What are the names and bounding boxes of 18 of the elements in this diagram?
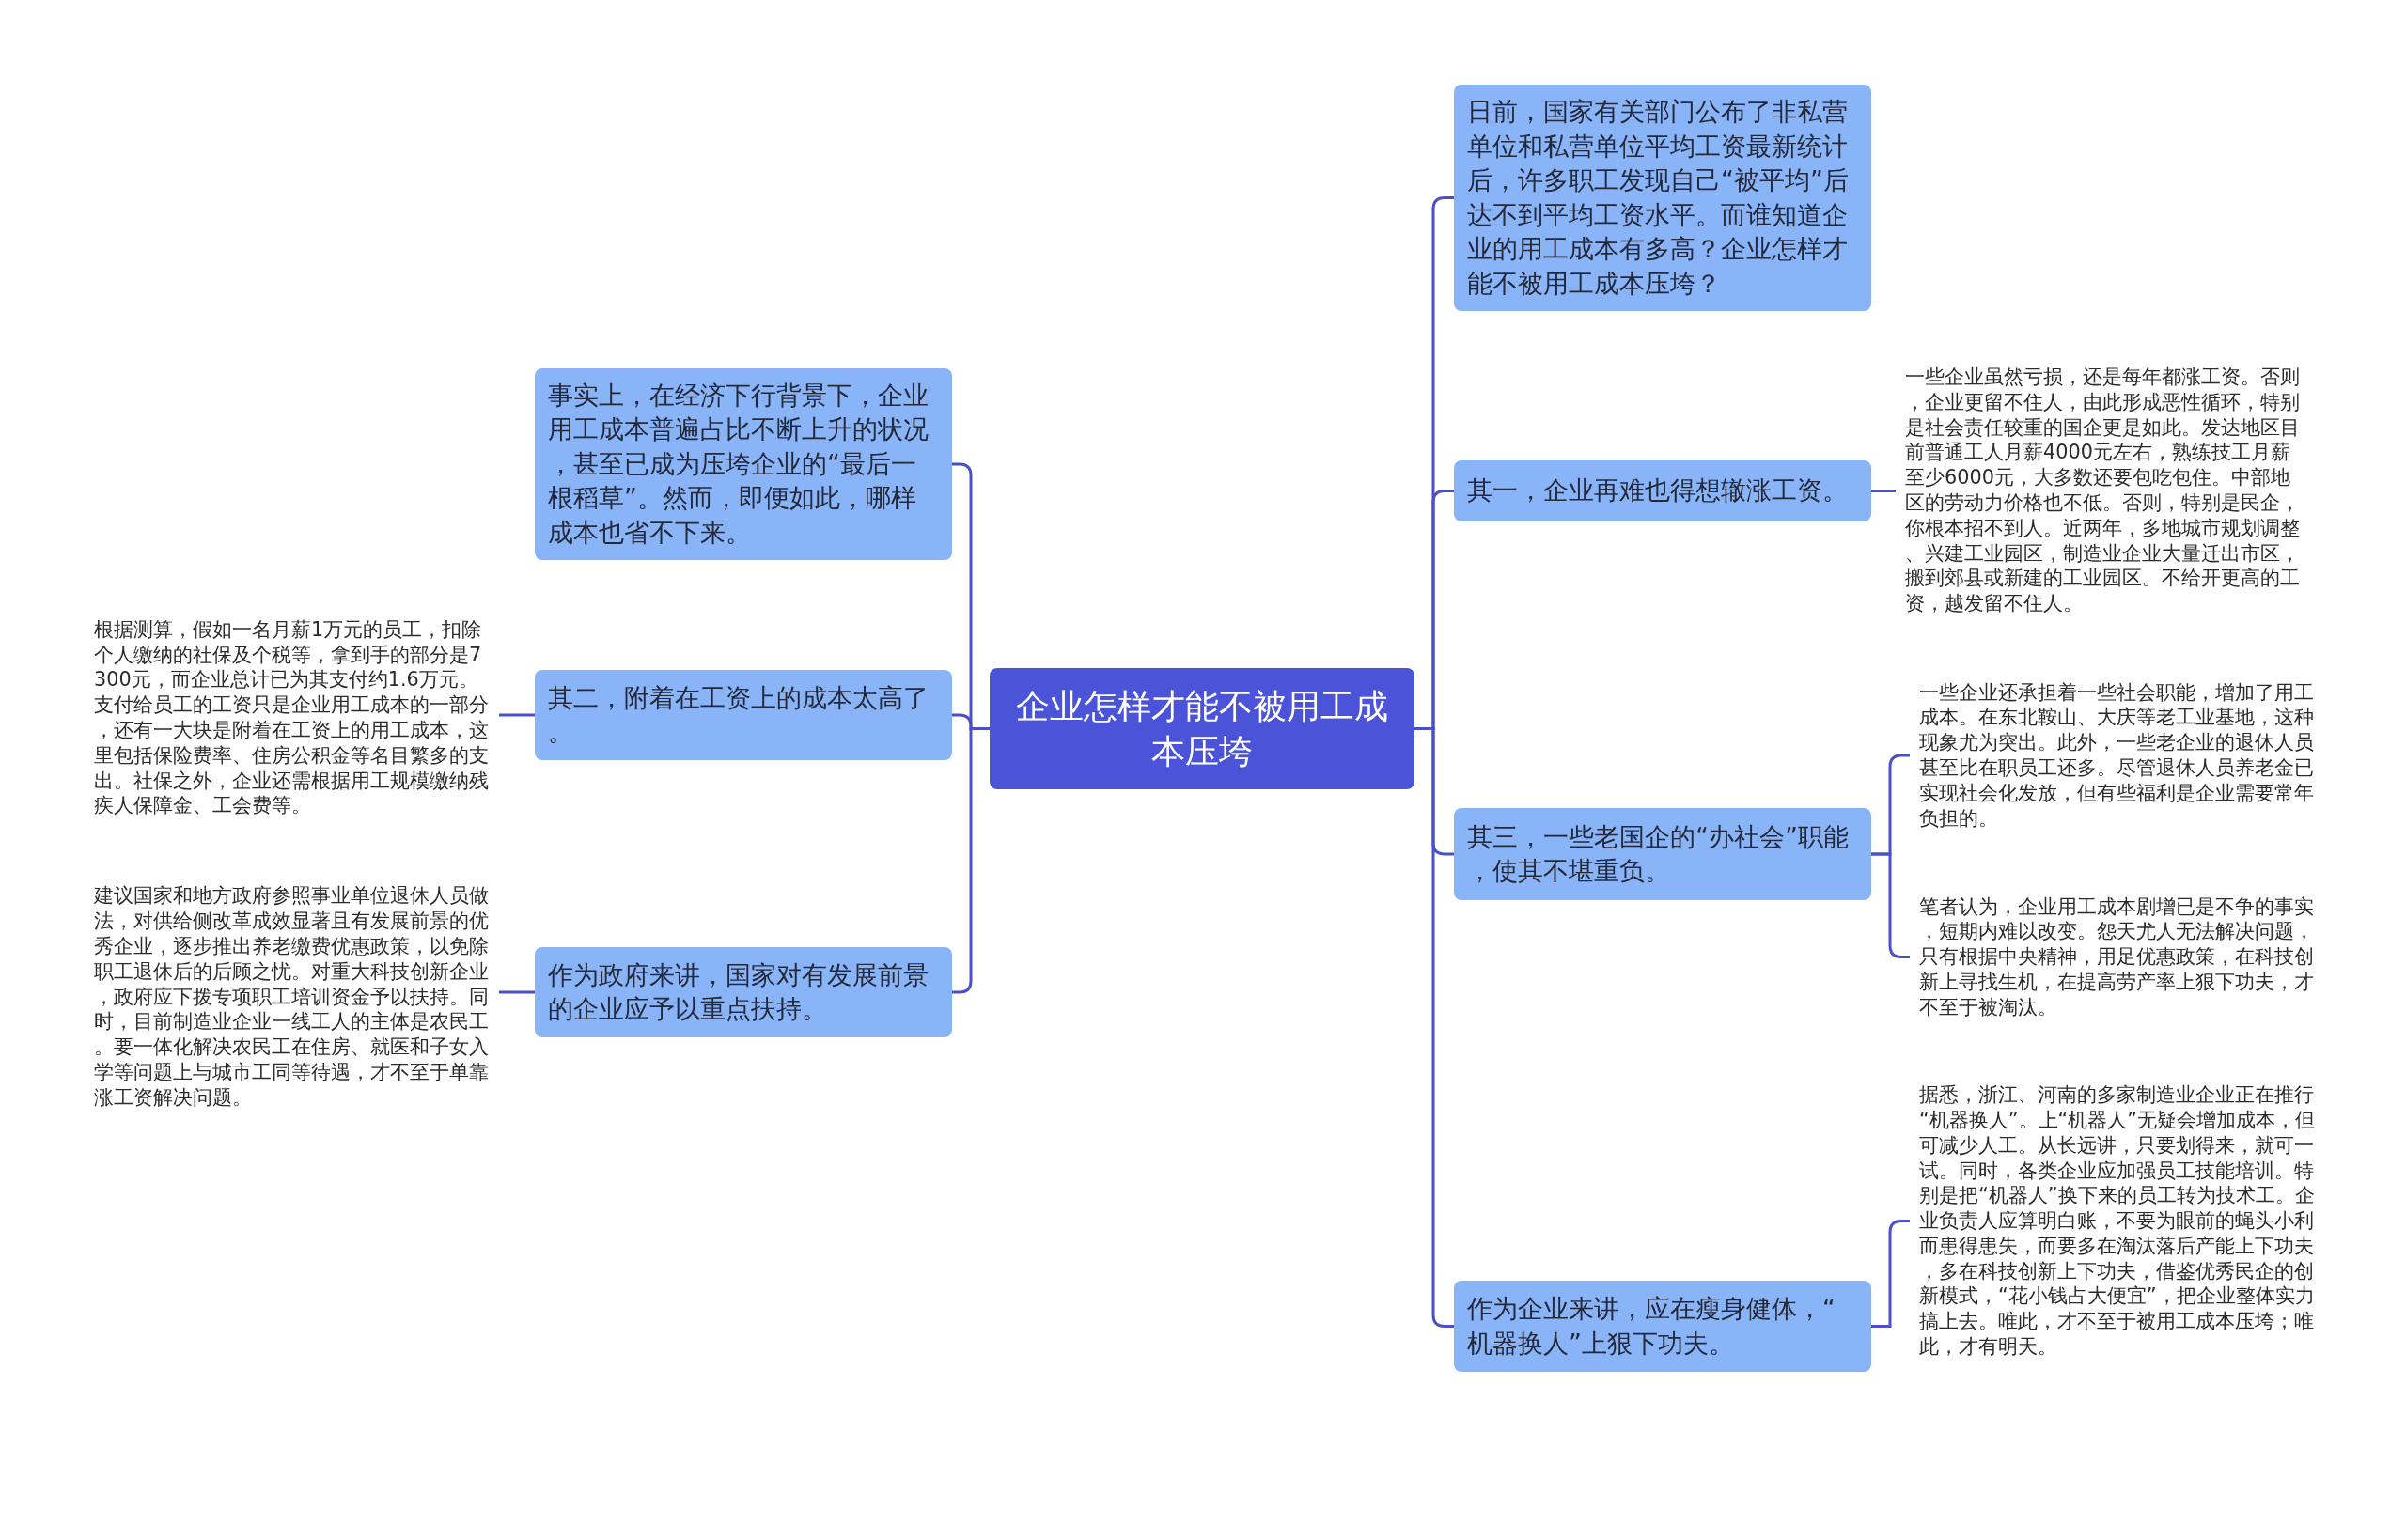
note-text: 建议国家和地方政府参照事业单位退休人员做法，对供给侧改革成效显著且有发展前景的优秀企业，逐步推出养老缴费优惠政策，以免除职工退休后的后顾之忧。对重大科技创新企业，政府应下拨专项职工培训资金予以扶持。同时，目前制造业企业一线工人的主体是农民工。要一体化解决农民工在住房、就医和子女入学等问题上与城市工同等待遇，才不至于单靠涨工资解决问题。 [94, 880, 499, 1113]
connector-line [499, 713, 535, 717]
topic-box: 事实上，在经济下行背景下，企业用工成本普遍占比不断上升的状况，甚至已成为压垮企业的“最后一根稻草”。然而，即便如此，哪样成本也省不下来。 [535, 368, 952, 560]
topic-box: 其三，一些老国企的“办社会”职能，使其不堪重负。 [1454, 808, 1871, 900]
connector-line [952, 727, 990, 994]
note-text: 笔者认为，企业用工成本剧增已是不争的事实，短期内难以改变。怨天尤人无法解决问题，只有根据中央精神，用足优惠政策，在科技创新上寻找生机，在提高劳产率上狠下功夫，才不至于被淘汰。 [1910, 894, 2316, 1020]
note-text: 根据测算，假如一名月薪1万元的员工，扣除个人缴纳的社保及个税等，拿到手的部分是7300元，而企业总计已为其支付约1.6万元。支付给员工的工资只是企业用工成本的一部分，还有一大块是附着在工资上的用工成本，这里包括保险费率、住房公积金等名目繁多的支出。社保之外，企业还需根据用工规模缴纳残疾人保障金、工会费等。 [94, 614, 499, 821]
central-topic-box: 企业怎样才能不被用工成本压垮 [990, 668, 1414, 789]
topic-box: 作为企业来讲，应在瘦身健体，“机器换人”上狠下功夫。 [1454, 1281, 1871, 1372]
note-text: 一些企业虽然亏损，还是每年都涨工资。否则，企业更留不住人，由此形成恶性循环，特别是社会责任较重的国企更是如此。发达地区目前普通工人月薪4000元左右，熟练技工月薪至少6000元，大多数还要包吃包住。中部地区的劳动力价格也不低。否则，特别是民企，你根本招不到人。近两年，多地城市规划调整、兴建工业园区，制造业企业大量迁出市区，搬到郊县或新建的工业园区。不给开更高的工资，越发留不住人。 [1896, 365, 2302, 616]
topic-box: 日前，国家有关部门公布了非私营单位和私营单位平均工资最新统计后，许多职工发现自己“被平均”后达不到平均工资水平。而谁知道企业的用工成本有多高？企业怎样才能不被用工成本压垮？ [1454, 85, 1871, 311]
topic-box: 作为政府来讲，国家对有发展前景的企业应予以重点扶持。 [535, 947, 952, 1037]
topic-box: 其二，附着在工资上的成本太高了。 [535, 670, 952, 760]
topic-box: 其一，企业再难也得想辙涨工资。 [1454, 460, 1871, 521]
connector-line [1871, 490, 1896, 492]
note-text: 据悉，浙江、河南的多家制造业企业正在推行“机器换人”。上“机器人”无疑会增加成本，但可减少人工。从长远讲，只要划得来，就可一试。同时，各类企业应加强员工技能培训。特别是把“机器人”换下来的员工转为技术工。企业负责人应算明白账，不要为眼前的蝇头小利而患得患失，而要多在淘汰落后产能上下功夫，多在科技创新上下功夫，借鉴优秀民企的创新模式，“花小钱占大便宜”，把企业整体实力搞上去。唯此，才不至于被用工成本压垮；唯此，才有明天。 [1910, 1081, 2316, 1361]
note-text: 一些企业还承担着一些社会职能，增加了用工成本。在东北鞍山、大庆等老工业基地，这种现象尤为突出。此外，一些老企业的退休人员甚至比在职员工还多。尽管退休人员养老金已实现社会化发放，但有些福利是企业需要常年负担的。 [1910, 679, 2316, 832]
connector-line [499, 990, 535, 994]
